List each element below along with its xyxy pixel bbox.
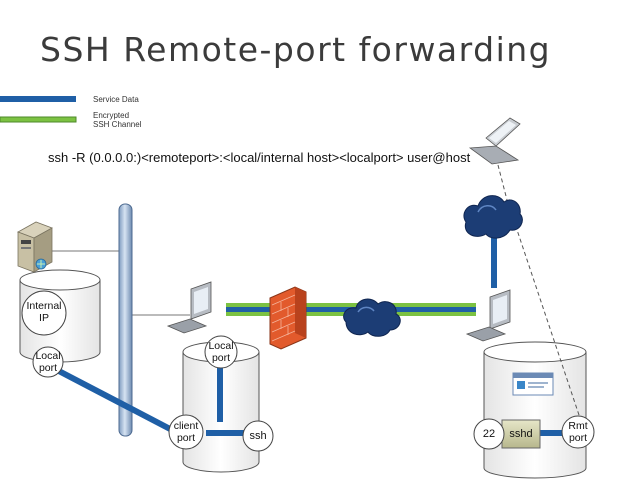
local-port-mid-circle: [204, 335, 238, 369]
server-icon: [17, 221, 53, 273]
remote-cloud-icon: [463, 195, 523, 239]
ssh-command-syntax: ssh -R (0.0.0.0:)<remoteport>:<local/int…: [48, 150, 471, 165]
legend-encrypted-line1: Encrypted: [93, 111, 130, 120]
ssh-label: ssh: [249, 430, 267, 442]
desktop-computer-icon: [166, 281, 212, 334]
laptop-icon: [468, 117, 521, 165]
legend-encrypted-line2: SSH Channel: [93, 120, 142, 129]
legend-encrypted-line: [0, 116, 77, 123]
sshd-label: sshd: [509, 428, 533, 440]
firewall-icon: [269, 286, 307, 350]
service-data-lines: [53, 235, 566, 436]
page-title: SSH Remote-port forwarding: [40, 30, 552, 69]
client-port-circle: [168, 414, 204, 450]
port-22-label: 22: [482, 428, 496, 440]
legend-service-line: [0, 96, 76, 102]
remote-desktop-computer-icon: [465, 289, 511, 342]
ssh-circle: [242, 420, 274, 452]
network-backbone-pipe: [118, 203, 133, 437]
cloud-icon: [343, 298, 401, 337]
browser-window-icon: [512, 372, 554, 396]
port-22-circle: [473, 418, 505, 450]
rmt-port-circle: [561, 415, 595, 449]
legend-service-data: Service Data: [93, 95, 139, 104]
local-port-left-circle: [32, 346, 64, 378]
remote-server-cylinder: [483, 341, 587, 479]
internal-ip-circle: [21, 290, 67, 336]
